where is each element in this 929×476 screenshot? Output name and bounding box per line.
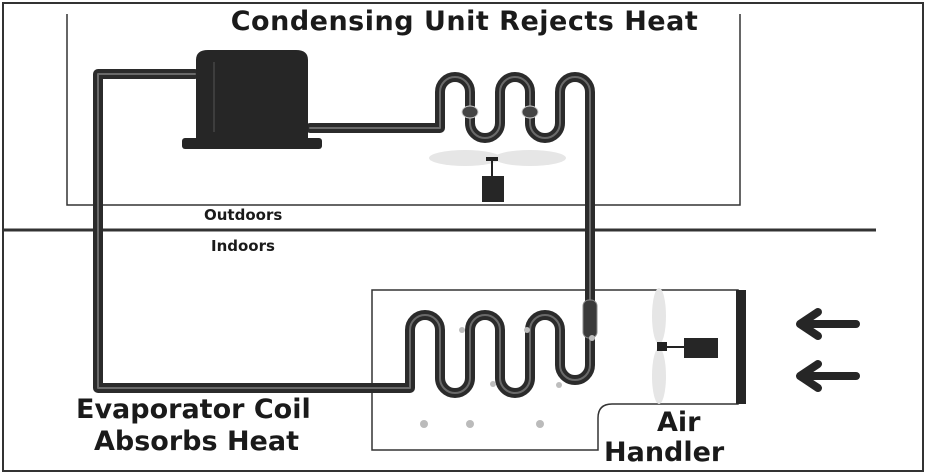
indoors-label: Indoors: [211, 237, 275, 255]
coil-fittings: [461, 105, 539, 119]
motor-icon: [657, 338, 718, 358]
air-handler-label-line1: Air: [657, 407, 701, 438]
air-handler-cabinet: [371, 289, 739, 451]
outer-frame: [2, 2, 924, 472]
diagram-title: Condensing Unit Rejects Heat: [230, 6, 699, 37]
arrow-left-icon: [796, 360, 860, 392]
fan-icon: [652, 288, 666, 404]
evaporator-joints: [459, 327, 595, 388]
motor-icon: [482, 157, 504, 202]
metering-device: [582, 299, 598, 339]
compressor-icon: [182, 50, 322, 149]
air-handler-label-line2: Handler: [604, 437, 725, 468]
evaporator-label-line2: Absorbs Heat: [94, 426, 299, 457]
arrow-left-icon: [796, 308, 860, 340]
fan-icon: [429, 150, 566, 166]
evaporator-label-line1: Evaporator Coil: [76, 394, 311, 425]
condensing-unit-box: [66, 14, 741, 206]
outdoors-label: Outdoors: [204, 206, 283, 224]
refrigerant-pipe: [93, 69, 595, 398]
drain-dots: [420, 420, 544, 428]
air-filter: [736, 290, 746, 404]
